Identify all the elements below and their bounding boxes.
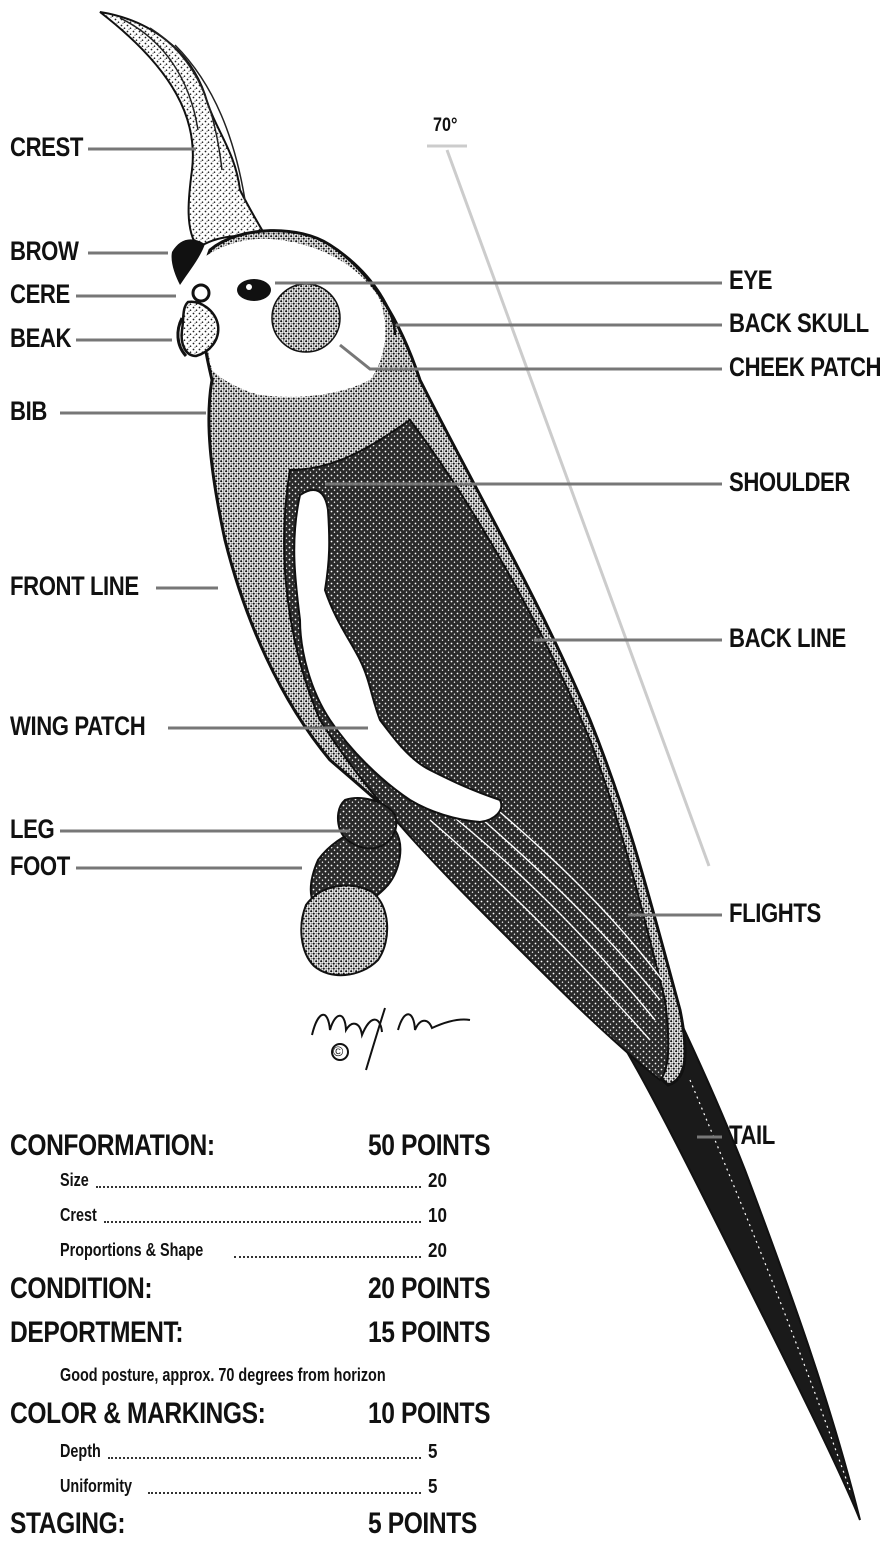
staging-heading: STAGING: xyxy=(10,1509,125,1539)
score-item-value: 20 xyxy=(428,1171,447,1191)
crest-feathers xyxy=(100,12,268,248)
score-item-label: Size xyxy=(60,1171,89,1189)
conformation-heading: CONFORMATION: xyxy=(10,1131,215,1161)
condition-points: 20 POINTS xyxy=(368,1274,490,1304)
artist-signature xyxy=(312,1008,470,1070)
color-markings-points: 10 POINTS xyxy=(368,1399,490,1429)
label-shoulder: SHOULDER xyxy=(729,469,850,496)
score-item-value: 5 xyxy=(428,1442,437,1462)
label-cere: CERE xyxy=(10,281,70,308)
label-beak: BEAK xyxy=(10,325,71,352)
condition-heading: CONDITION: xyxy=(10,1274,152,1304)
wing xyxy=(284,420,668,1080)
score-item-value: 20 xyxy=(428,1241,447,1261)
copyright-symbol: © xyxy=(333,1043,343,1059)
posture-angle-label: 70° xyxy=(433,115,457,137)
deportment-note: Good posture, approx. 70 degrees from ho… xyxy=(60,1366,386,1384)
label-tail: TAIL xyxy=(729,1122,775,1149)
label-foot: FOOT xyxy=(10,853,70,880)
staging-points: 5 POINTS xyxy=(368,1509,477,1539)
dot-leader xyxy=(96,1186,421,1188)
score-item-label: Proportions & Shape xyxy=(60,1241,203,1259)
score-item-label: Uniformity xyxy=(60,1477,132,1495)
score-item-label: Depth xyxy=(60,1442,101,1460)
label-back-skull: BACK SKULL xyxy=(729,310,869,337)
color-markings-heading: COLOR & MARKINGS: xyxy=(10,1399,265,1429)
label-crest: CREST xyxy=(10,134,83,161)
dot-leader xyxy=(234,1256,421,1258)
label-eye: EYE xyxy=(729,267,772,294)
perch xyxy=(301,826,400,975)
label-back-line: BACK LINE xyxy=(729,625,846,652)
deportment-points: 15 POINTS xyxy=(368,1318,490,1348)
score-item-label: Crest xyxy=(60,1206,97,1224)
label-cheek-patch: CHEEK PATCH xyxy=(729,354,881,381)
deportment-heading: DEPORTMENT: xyxy=(10,1318,183,1348)
eye xyxy=(237,279,271,301)
score-item-value: 5 xyxy=(428,1477,437,1497)
label-front-line: FRONT LINE xyxy=(10,573,139,600)
dot-leader xyxy=(148,1492,421,1494)
score-item-value: 10 xyxy=(428,1206,447,1226)
cere xyxy=(193,285,209,301)
label-flights: FLIGHTS xyxy=(729,900,821,927)
cheek-patch xyxy=(272,284,340,352)
label-wing-patch: WING PATCH xyxy=(10,713,145,740)
label-bib: BIB xyxy=(10,398,47,425)
label-brow: BROW xyxy=(10,238,78,265)
dot-leader xyxy=(104,1221,421,1223)
conformation-points: 50 POINTS xyxy=(368,1131,490,1161)
label-leg: LEG xyxy=(10,816,54,843)
dot-leader xyxy=(108,1457,421,1459)
